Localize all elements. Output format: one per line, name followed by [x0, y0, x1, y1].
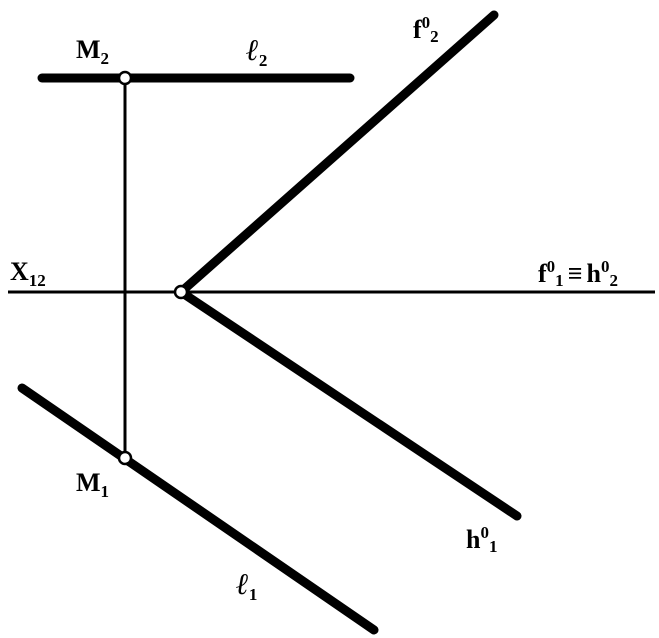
label-m1: M1	[76, 468, 109, 501]
label-x12: X12	[10, 257, 46, 290]
label-f0-1-equiv-h0-2: f01≡h02	[538, 257, 618, 290]
trace-f0-2	[176, 10, 499, 297]
label-l2: ℓ2	[246, 34, 267, 70]
label-m2: M2	[76, 35, 109, 68]
trace-h0-1	[176, 287, 522, 521]
point-m1	[117, 450, 133, 466]
point-m2	[117, 70, 133, 86]
label-l1: ℓ1	[236, 568, 257, 604]
label-h0-1: h01	[466, 523, 497, 556]
point-vanishing	[173, 284, 189, 300]
line-l1	[17, 383, 379, 635]
label-f0-2: f02	[413, 13, 439, 46]
